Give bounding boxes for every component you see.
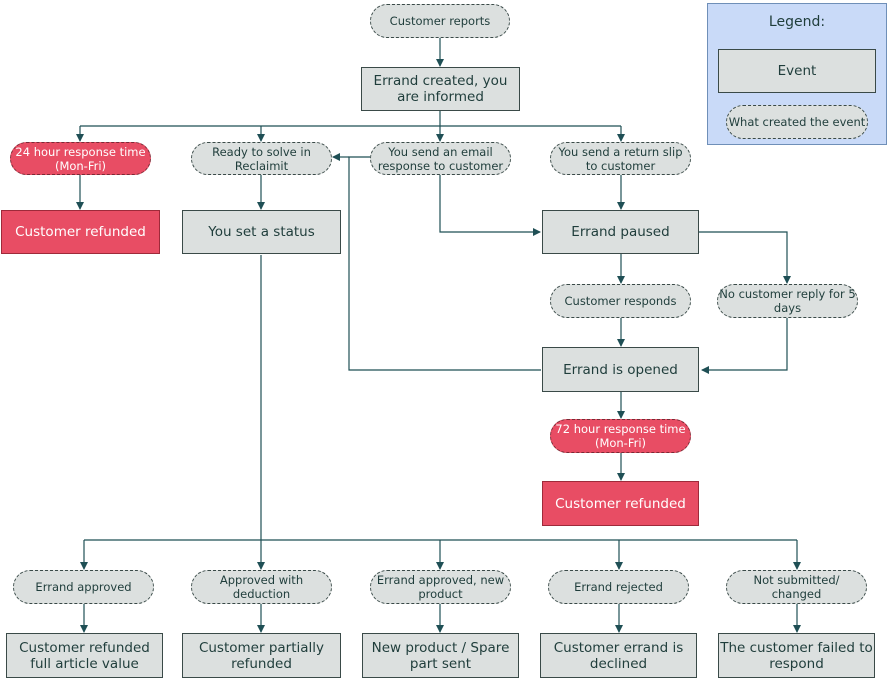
node-errand-declined: Customer errand is declined (540, 633, 697, 678)
node-label: The customer failed to respond (720, 639, 873, 672)
node-label: 72 hour response time (Mon-Fri) (555, 422, 686, 450)
legend-trigger-label: What created the event (728, 115, 866, 129)
node-approved-new-product: Errand approved, new product (370, 570, 511, 604)
node-new-product-sent: New product / Spare part sent (362, 633, 519, 678)
node-label: New product / Spare part sent (371, 639, 510, 672)
node-errand-paused: Errand paused (542, 210, 699, 254)
node-errand-opened: Errand is opened (542, 347, 699, 392)
node-label: You send a return slip to customer (558, 144, 683, 173)
node-label: Errand is opened (563, 361, 678, 378)
node-partially-refunded: Customer partially refunded (182, 633, 341, 678)
node-label: Approved with deduction (219, 573, 304, 601)
node-customer-refunded-right: Customer refunded (542, 481, 699, 526)
node-label: No customer reply for 5 days (719, 287, 856, 315)
node-label: Errand approved (35, 580, 132, 594)
node-send-return-slip: You send a return slip to customer (550, 142, 691, 175)
legend-event-label: Event (777, 63, 817, 79)
node-errand-created: Errand created, you are informed (361, 67, 520, 111)
node-failed-to-respond: The customer failed to respond (718, 633, 875, 678)
node-label: 24 hour response time (Mon-Fri) (15, 144, 146, 173)
node-label: Errand paused (571, 224, 670, 240)
node-label: You send an email response to customer (377, 144, 504, 173)
node-label: Customer responds (564, 294, 677, 308)
node-label: Customer refunded (15, 224, 146, 240)
node-72h-response: 72 hour response time (Mon-Fri) (550, 419, 691, 453)
edge-email-to-paused (439, 175, 541, 236)
legend: Legend: Event What created the event (707, 3, 887, 145)
legend-event-sample: Event (718, 49, 876, 93)
node-label: Errand approved, new product (376, 573, 505, 601)
node-no-customer-reply: No customer reply for 5 days (717, 284, 858, 318)
node-errand-approved: Errand approved (13, 570, 154, 604)
edge-noreply-to-opened (701, 318, 788, 374)
node-errand-rejected: Errand rejected (548, 570, 689, 604)
node-label: Customer partially refunded (198, 639, 325, 672)
legend-trigger-sample: What created the event (726, 105, 868, 139)
node-ready-to-solve: Ready to solve in Reclaimit (191, 142, 332, 175)
node-label: Errand created, you are informed (373, 73, 508, 105)
legend-title: Legend: (768, 14, 826, 30)
node-label: Errand rejected (574, 580, 663, 594)
node-label: Customer reports (389, 14, 491, 28)
node-label: Customer errand is declined (553, 639, 684, 672)
node-24h-response: 24 hour response time (Mon-Fri) (10, 142, 151, 175)
node-label: Ready to solve in Reclaimit (212, 144, 311, 173)
node-approved-with-deduction: Approved with deduction (191, 570, 332, 604)
node-label: You set a status (208, 224, 315, 240)
node-label: Customer refunded full article value (19, 639, 150, 672)
node-set-status: You set a status (182, 210, 341, 254)
node-customer-responds: Customer responds (550, 284, 691, 318)
node-label: Not submitted/ changed (753, 573, 840, 601)
node-send-email: You send an email response to customer (370, 142, 511, 175)
edge-opened-loop-back (348, 156, 541, 371)
node-customer-refunded-left: Customer refunded (1, 210, 160, 254)
node-customer-reports: Customer reports (370, 4, 510, 38)
node-refunded-full: Customer refunded full article value (6, 633, 163, 678)
edge-paused-to-noreply (699, 231, 791, 284)
node-label: Customer refunded (555, 495, 686, 512)
node-not-submitted: Not submitted/ changed (726, 570, 867, 604)
